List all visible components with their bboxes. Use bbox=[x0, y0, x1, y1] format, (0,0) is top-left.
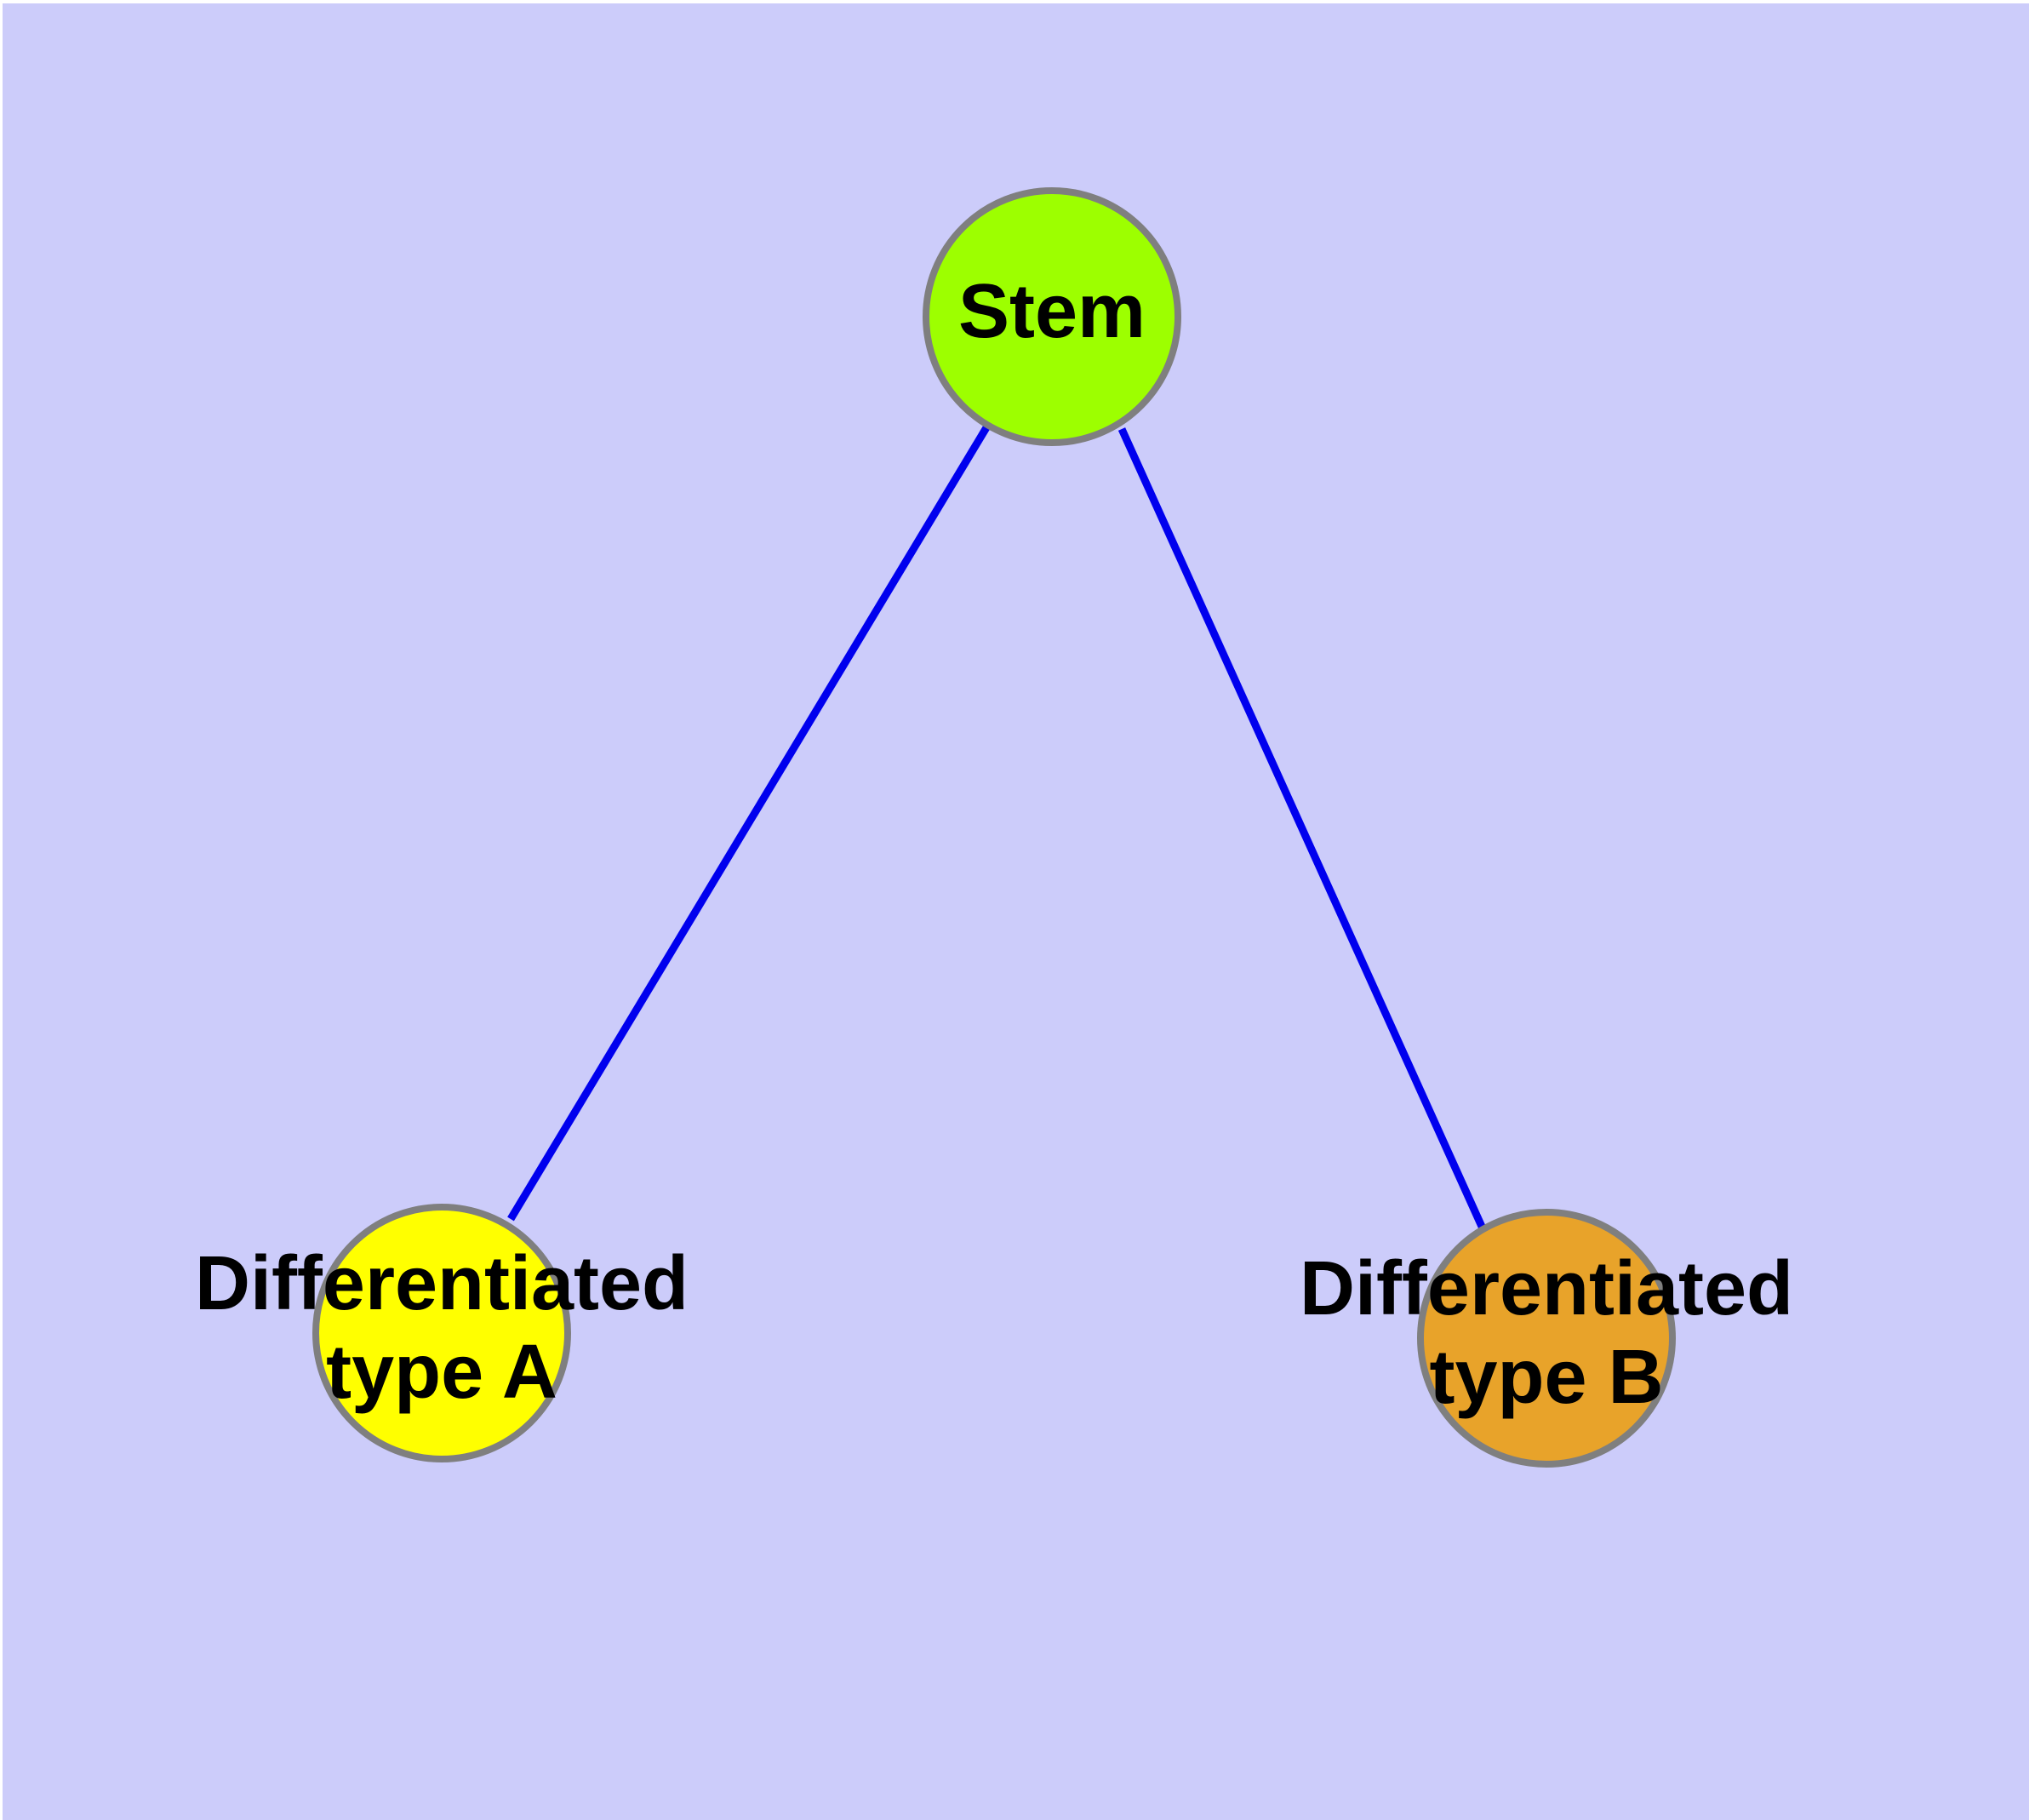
node-label-line: Stem bbox=[958, 269, 1146, 354]
node-label-stem: Stem bbox=[958, 269, 1146, 354]
node-label-line: Differentiated bbox=[195, 1241, 689, 1326]
edges-layer bbox=[507, 422, 1487, 1230]
node-label-line: type A bbox=[326, 1330, 557, 1415]
node-diff-a[interactable] bbox=[312, 1204, 571, 1462]
edge-stem-to-diff-b bbox=[1117, 427, 1487, 1230]
edge-stem-to-diff-a bbox=[507, 422, 992, 1222]
node-stem[interactable] bbox=[923, 187, 1181, 446]
node-diff-b[interactable] bbox=[1417, 1209, 1676, 1468]
node-circle-diff-a[interactable] bbox=[312, 1204, 571, 1462]
node-label-line: Differentiated bbox=[1300, 1246, 1793, 1331]
node-circle-stem[interactable] bbox=[923, 187, 1181, 446]
node-circle-diff-b[interactable] bbox=[1417, 1209, 1676, 1468]
node-label-line: type B bbox=[1429, 1335, 1663, 1420]
nodes-layer bbox=[312, 187, 1676, 1468]
